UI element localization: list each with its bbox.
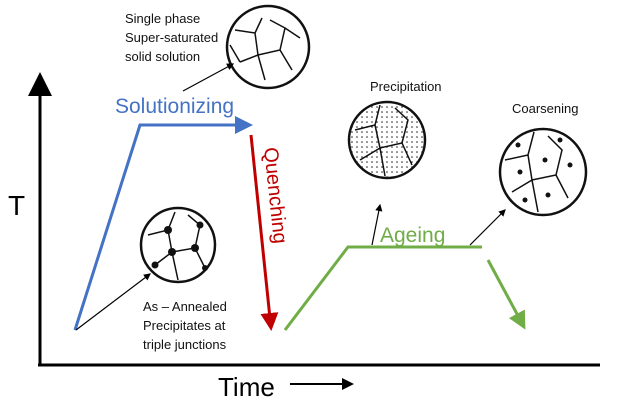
solutionizing-label: Solutionizing (115, 95, 234, 118)
coarsening-pointer (469, 209, 506, 246)
ssss-micrograph (225, 4, 311, 90)
ssss-label-line3: solid solution (125, 49, 200, 64)
precipitation-pointer (371, 203, 383, 246)
annealed-label-line1: As – Annealed (143, 299, 227, 314)
annealed-micrograph (139, 206, 217, 284)
quenching-curve (249, 134, 279, 331)
x-axis-label: Time (218, 372, 275, 402)
solutionizing-curve (73, 116, 253, 331)
ageing-label: Ageing (380, 224, 445, 247)
ageing-cooling (486, 259, 526, 330)
precipitation-label: Precipitation (370, 79, 442, 94)
annealed-label-line3: triple junctions (143, 337, 227, 352)
ssss-pointer (182, 63, 235, 92)
coarsening-micrograph (498, 127, 588, 217)
coarsening-label: Coarsening (512, 101, 579, 116)
annealed-pointer (75, 273, 151, 331)
quenching-label: Quenching (259, 146, 291, 245)
ssss-label-line2: Super-saturated (125, 30, 218, 45)
ageing-curve (283, 245, 482, 331)
precipitation-micrograph (347, 100, 427, 180)
annealed-label-line2: Precipitates at (143, 318, 226, 333)
y-axis-label: T (8, 190, 25, 221)
ssss-label-line1: Single phase (125, 11, 200, 26)
